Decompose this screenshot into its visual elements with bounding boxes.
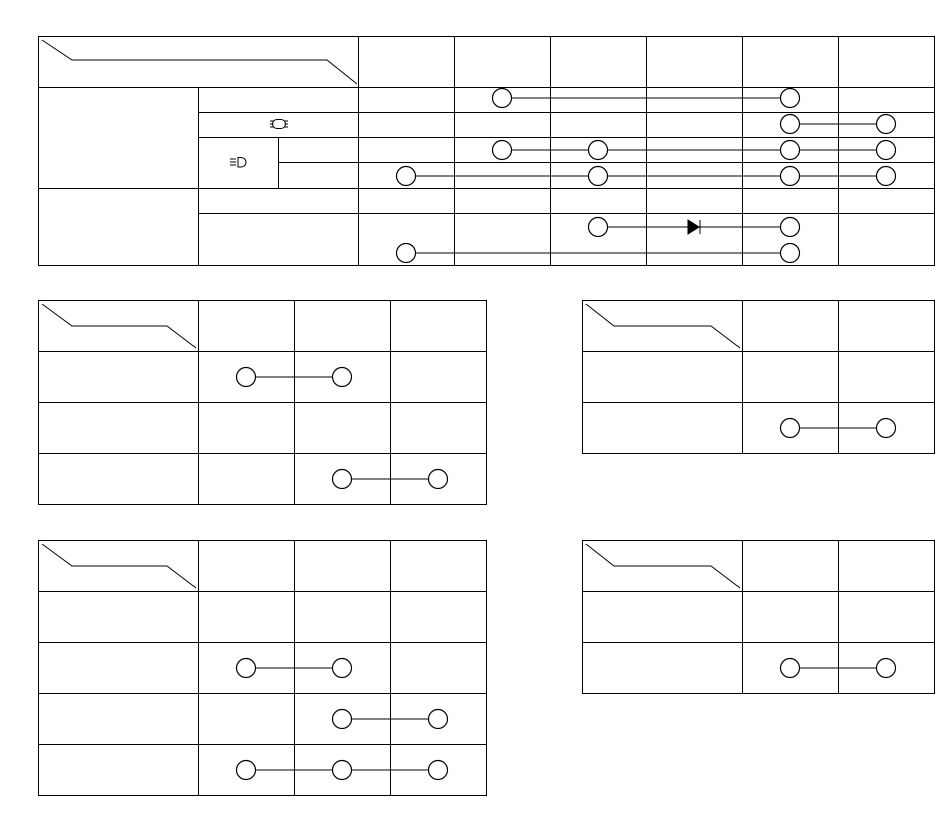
table-frame xyxy=(582,300,935,454)
light-switch-continuity-table xyxy=(38,36,935,266)
circuit-row-3 xyxy=(491,139,897,161)
terminal-point xyxy=(587,165,609,187)
header-diagonal xyxy=(41,543,197,589)
terminal-point xyxy=(779,242,801,264)
terminal-point xyxy=(875,113,897,135)
terminal-point xyxy=(875,165,897,187)
terminal-point xyxy=(587,139,609,161)
table-frame xyxy=(38,540,487,796)
terminal-point xyxy=(779,165,801,187)
circuit-row-4 xyxy=(395,165,897,187)
circuit-row-2 xyxy=(235,657,353,679)
terminal-point xyxy=(779,657,801,679)
terminal-point xyxy=(491,139,513,161)
switch-table-b xyxy=(38,300,487,505)
terminal-point xyxy=(331,657,353,679)
switch-table-e xyxy=(582,540,935,694)
terminal-point xyxy=(875,657,897,679)
terminal-point xyxy=(779,87,801,109)
headlamp-icon xyxy=(230,157,247,168)
terminal-point xyxy=(587,216,609,238)
circuit-row-1 xyxy=(491,87,801,109)
header-diagonal xyxy=(585,303,741,349)
terminal-point xyxy=(875,417,897,439)
circuit-row-3 xyxy=(331,468,449,490)
terminal-point xyxy=(235,759,257,781)
switch-table-c xyxy=(582,300,935,454)
circuit-row-4 xyxy=(235,759,449,781)
circuit-row-1 xyxy=(235,366,353,388)
terminal-point xyxy=(395,242,417,264)
circuit-row-2 xyxy=(779,417,897,439)
terminal-point xyxy=(491,87,513,109)
terminal-point xyxy=(331,366,353,388)
terminal-point xyxy=(331,759,353,781)
terminal-point xyxy=(427,759,449,781)
terminal-point xyxy=(779,216,801,238)
header-diagonal xyxy=(585,543,741,589)
terminal-point xyxy=(395,165,417,187)
terminal-point xyxy=(427,708,449,730)
terminal-point xyxy=(779,139,801,161)
switch-table-d xyxy=(38,540,487,796)
terminal-point xyxy=(779,417,801,439)
terminal-point xyxy=(427,468,449,490)
terminal-point xyxy=(235,657,257,679)
table-frame xyxy=(38,36,935,266)
terminal-point xyxy=(235,366,257,388)
circuit-row-2 xyxy=(779,657,897,679)
header-diagonal xyxy=(41,39,358,85)
terminal-point xyxy=(331,708,353,730)
circuit-row-2 xyxy=(779,113,897,135)
circuit-row-3 xyxy=(331,708,449,730)
table-frame xyxy=(582,540,935,694)
header-diagonal xyxy=(41,303,197,349)
diode-icon xyxy=(687,219,701,235)
circuit-row-7 xyxy=(395,242,801,264)
terminal-point xyxy=(331,468,353,490)
terminal-point xyxy=(779,113,801,135)
circuit-row-6 xyxy=(587,216,801,238)
parking-lamp-icon xyxy=(270,119,288,129)
terminal-point xyxy=(875,139,897,161)
